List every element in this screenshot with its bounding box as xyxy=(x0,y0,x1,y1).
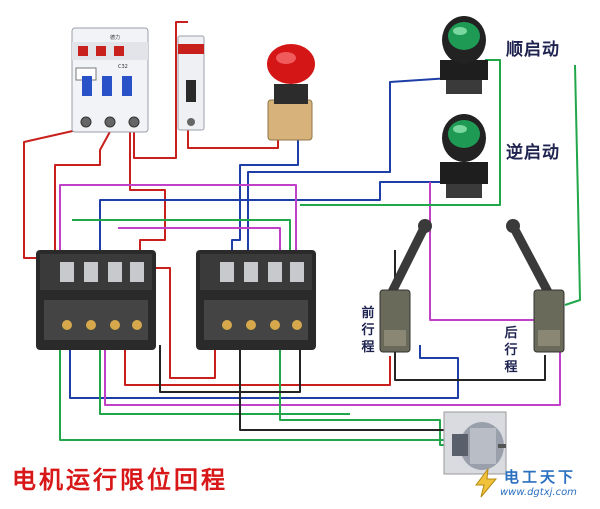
watermark-url: www.dgtxj.com xyxy=(500,487,577,498)
breaker-rating-text: C32 xyxy=(118,64,128,70)
wire-red-to-fuse xyxy=(133,21,188,159)
label-forward-start: 顺启动 xyxy=(506,40,560,60)
wire-dark-limit-bridge xyxy=(394,250,546,381)
label-reverse-start: 逆启动 xyxy=(506,143,560,163)
forward-start-button[interactable] xyxy=(440,16,488,94)
breaker-brand-text: 德力 xyxy=(110,34,120,41)
wire-magenta-aux xyxy=(118,227,281,258)
watermark-brand: 电工天下 xyxy=(504,468,577,486)
label-front-travel: 前 行 程 xyxy=(360,305,376,356)
diagram-title: 电机运行限位回程 xyxy=(12,466,228,494)
wire-green-rear-top xyxy=(564,64,581,306)
rear-limit-switch[interactable] xyxy=(506,219,565,353)
label-front-travel-char: 程 xyxy=(361,340,375,355)
three-pole-breaker[interactable]: 德力 C32 xyxy=(71,27,149,133)
wire-green-motor-u xyxy=(99,345,350,415)
wire-dark-motor-feed xyxy=(239,345,445,431)
wire-blue-motor-return xyxy=(69,340,459,399)
lightning-logo-icon xyxy=(475,468,498,498)
wire-dark-interlock xyxy=(159,345,301,393)
label-rear-travel-char: 后 xyxy=(504,326,518,341)
wire-red-phase-b xyxy=(54,127,113,255)
wire-red-front-limit xyxy=(124,340,391,386)
wire-green-control xyxy=(72,219,291,258)
single-pole-breaker[interactable] xyxy=(177,35,205,131)
front-limit-switch[interactable] xyxy=(379,219,432,353)
contactor-forward[interactable] xyxy=(36,250,156,350)
wire-red-interlock xyxy=(148,267,216,379)
wire-blue-estop-out xyxy=(231,132,299,262)
wire-magenta-top-bridge xyxy=(59,184,297,258)
wire-green-forward-out xyxy=(300,59,501,206)
label-front-travel-char: 行 xyxy=(361,323,375,338)
watermark: 电工天下 www.dgtxj.com xyxy=(470,466,596,506)
contactor-reverse[interactable] xyxy=(196,250,316,350)
reverse-start-button[interactable] xyxy=(440,114,488,198)
wire-magenta-bottom-run xyxy=(104,340,561,406)
motor[interactable] xyxy=(443,411,507,475)
wire-green-motor-w xyxy=(59,345,460,441)
wire-red-contactor-feed xyxy=(129,130,166,262)
label-rear-travel-char: 行 xyxy=(504,343,518,358)
emergency-stop-button[interactable] xyxy=(267,44,315,141)
label-rear-travel-char: 程 xyxy=(504,360,518,375)
wire-red-to-estop xyxy=(187,130,279,149)
label-rear-travel: 后 行 程 xyxy=(503,325,519,376)
label-front-travel-char: 前 xyxy=(361,306,375,321)
